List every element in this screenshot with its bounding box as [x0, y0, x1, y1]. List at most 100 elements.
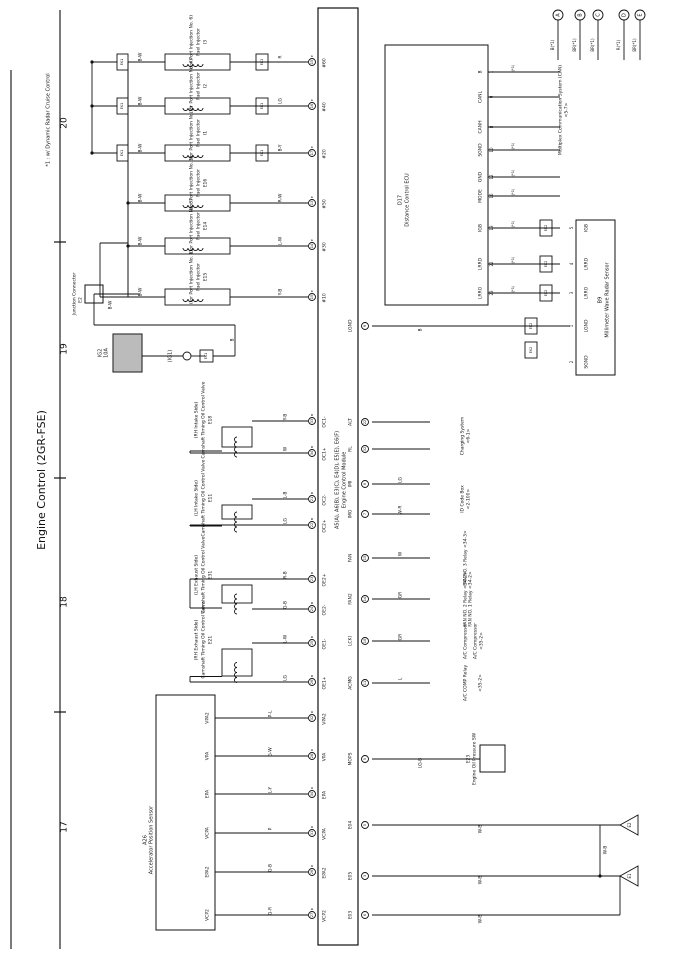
ecm-pin-OE1+	[308, 678, 316, 686]
ecm-connector-letter: D	[310, 710, 314, 713]
ecm-connector-letter: D	[310, 786, 314, 789]
ecm-pin-n20	[308, 149, 316, 157]
injector-coil-e14	[182, 247, 204, 251]
injector-name: Fuel Injector	[196, 72, 202, 100]
wire-color-label: LG	[283, 517, 289, 524]
splice-dot	[126, 201, 130, 205]
ecm-pin-label: #40	[322, 102, 328, 112]
d17-pin-label: B	[478, 70, 484, 73]
ecm-connector-letter: D	[310, 864, 314, 867]
ecm-pin-label: #20	[322, 149, 328, 159]
ecm-pin-number: 32	[363, 447, 367, 451]
injector-coil-i3	[182, 63, 204, 67]
ecm-pin-label: VCPA	[322, 827, 328, 840]
ecm-pin-VCPA	[308, 829, 316, 837]
ecm-connector-letter: B	[310, 602, 314, 604]
rotated-content: Engine Control (2GR-FSE)*1 : w/ Dynamic …	[35, 7, 646, 946]
ecm-pin-n50	[308, 199, 316, 207]
b9-pin-number: 1	[569, 324, 574, 327]
ecm-pin-label: IMI	[348, 481, 354, 488]
ecm-pin-number: 32	[310, 716, 314, 720]
ecm-pin-number: 13	[310, 201, 314, 205]
valve-name: Camshaft Timing Oil Control Valve	[201, 381, 207, 458]
ecm-pin-OC1-	[308, 417, 316, 425]
injector-name: Fuel Injector	[196, 28, 202, 56]
valve-name: Camshaft Timing Oil Control Valve	[201, 601, 207, 678]
a26-pin-label: EPA	[205, 789, 211, 798]
valve-code: E31	[208, 571, 214, 580]
ecm-pin-IMO	[361, 510, 369, 518]
off-page-letter: A	[556, 13, 562, 17]
ecm-connector-letter: B	[310, 414, 314, 416]
b9-pin-label: IGB	[584, 224, 590, 232]
wire-color-label: B-W	[138, 193, 144, 203]
ecm-pin-label: OC2+	[322, 519, 328, 533]
ecm-connector-letter: E	[310, 239, 314, 241]
splice-dot	[90, 60, 94, 64]
wire-color-label: W-B	[478, 825, 484, 834]
ecm-pin-VPA	[308, 752, 316, 760]
wire-color-label: W	[283, 446, 289, 451]
ecm-pin-number: 28	[310, 754, 314, 758]
engine-oil-pressure-sw	[479, 744, 506, 773]
ecm-pin-EPA	[308, 790, 316, 798]
wire-color-label: LG-B	[418, 758, 424, 769]
ecm-pin-label: LCKI	[348, 636, 354, 646]
ecm-pin-RL	[361, 445, 369, 453]
a26-pin-label: VCPA	[205, 826, 211, 839]
wire-color-label: G-B	[268, 864, 274, 872]
injector-sub: (for Port Injection No. 2)	[189, 106, 195, 160]
page-ref-number: 20	[60, 117, 70, 129]
ecm-pin-E05	[361, 872, 369, 880]
ecm-connector-letter: E	[310, 196, 314, 198]
wire-color-label: B	[418, 328, 424, 331]
wire-color-label: P-L	[268, 710, 274, 717]
ecm-connector-letter: D	[310, 748, 314, 751]
wire-color-label: R-W	[278, 193, 284, 202]
ecm-pin-number: 22	[363, 420, 367, 424]
ecm-pin-number: 6	[363, 483, 367, 485]
wire-suffix: (*1)	[511, 64, 515, 71]
b9-pin-label: LRRO	[584, 286, 590, 299]
wire-color-label: B-W	[138, 287, 144, 297]
wire-suffix: (*1)	[511, 169, 515, 176]
off-page-letter: B	[578, 13, 584, 17]
ecm-pin-E03	[361, 911, 369, 919]
ecm-pin-number: 23	[310, 577, 314, 581]
ecm-pin-OC2-	[308, 495, 316, 503]
connector-label: EK1	[260, 103, 264, 110]
ecm-pin-LCKI	[361, 637, 369, 645]
reference-label: FAN NO. 2 Relay <34-2>	[463, 571, 469, 627]
ecm-pin-VPA2	[308, 714, 316, 722]
page-ref-number: 19	[60, 343, 70, 355]
ecm-pin-n60	[308, 58, 316, 66]
connector-label: EK1	[260, 59, 264, 66]
injector-code: E16	[203, 179, 209, 188]
fuse-splice-circle	[182, 351, 192, 361]
valve-code: E11	[208, 494, 214, 503]
ecm-pin-label: #50	[322, 199, 328, 209]
wire-color-label: GR	[398, 634, 404, 641]
wire-color-label: BR(*1)	[572, 38, 577, 52]
ecm-pin-label: OE1-	[322, 638, 328, 649]
wire-color-label: Y-B	[278, 289, 284, 297]
wire-color-label: L	[398, 677, 404, 680]
valve-box-e21	[221, 648, 253, 677]
ecm-pin-number: 14	[363, 596, 367, 601]
ecm-pin-number: 21	[310, 497, 314, 501]
ecm-pin-label: OE2-	[322, 604, 328, 615]
connector-ek1	[255, 144, 269, 162]
ecm-pin-label: VPA	[322, 752, 328, 762]
connector-label: EK2	[544, 261, 548, 268]
ecm-pin-FAN	[361, 554, 369, 562]
b9-pin-number: 5	[569, 226, 574, 229]
reference-label: FAN NO. 1 Relay <34-2>	[468, 571, 474, 627]
ecm-pin-label: EPA2	[322, 867, 328, 878]
wire-color-label: B-W	[138, 236, 144, 246]
reference-label: <6-1>	[466, 428, 472, 443]
ecm-pin-OE1-	[308, 639, 316, 647]
ecm-pin-number: 16	[310, 104, 314, 108]
ecm-pin-number: 34	[310, 450, 314, 455]
ecm-pin-number: 5	[363, 758, 367, 760]
